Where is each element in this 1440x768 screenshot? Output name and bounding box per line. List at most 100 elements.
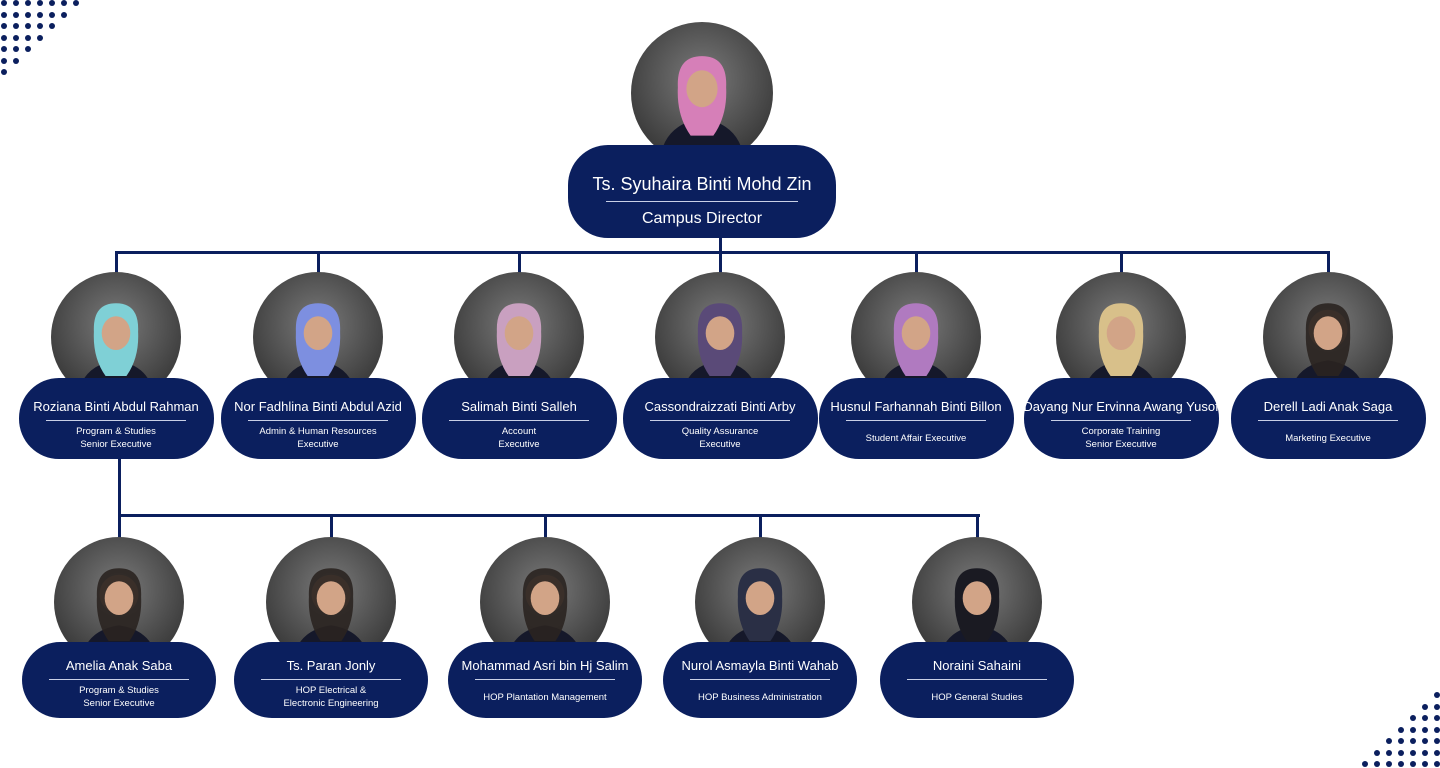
dot [1434, 738, 1440, 744]
dot [13, 57, 19, 64]
connector-line [118, 514, 121, 538]
dot [25, 46, 31, 52]
dot [73, 0, 79, 6]
dot [25, 23, 31, 29]
dot [1434, 726, 1440, 733]
connector-line [1120, 251, 1123, 273]
profile-photo [253, 272, 383, 402]
person-role: Student Affair Executive [865, 432, 967, 444]
divider [475, 679, 615, 680]
dot [37, 34, 43, 41]
dot [1410, 749, 1416, 756]
dot [1374, 761, 1380, 767]
person-role: Marketing Executive [1285, 432, 1371, 444]
person-role: HOP Business Administration [698, 691, 822, 703]
dot [49, 0, 55, 6]
divider [1257, 420, 1399, 421]
divider [907, 679, 1047, 680]
dot [1422, 749, 1428, 756]
person-role: Campus Director [641, 209, 763, 227]
dot [1422, 715, 1428, 721]
connector-line [719, 237, 722, 253]
person-name: Dayang Nur Ervinna Awang Yusof [1023, 399, 1219, 414]
dot [1398, 761, 1404, 767]
person-name: Nurol Asmayla Binti Wahab [681, 658, 839, 673]
dot [1434, 703, 1440, 710]
dot [1398, 749, 1404, 756]
dot [1410, 738, 1416, 744]
connector-line [115, 251, 118, 273]
person-role: Program & Studies Senior Executive [79, 685, 159, 709]
connector-line [1327, 251, 1330, 273]
divider [605, 201, 799, 202]
connector-line [330, 514, 333, 538]
dot [13, 23, 19, 29]
dot [1, 57, 7, 64]
divider [845, 420, 987, 421]
connector-line [317, 251, 320, 273]
dot [1386, 738, 1392, 744]
connector-line [544, 514, 547, 538]
person-role: HOP Plantation Management [483, 691, 607, 703]
dot [1434, 749, 1440, 756]
person-name: Amelia Anak Saba [65, 658, 173, 673]
dot [1434, 692, 1440, 698]
dot [1374, 749, 1380, 756]
divider [45, 420, 187, 421]
dot [61, 11, 67, 18]
dot [49, 11, 55, 18]
person-name: Nor Fadhlina Binti Abdul Azid [234, 399, 402, 414]
dot [1386, 749, 1392, 756]
divider [49, 679, 189, 680]
connector-line [719, 251, 722, 273]
dot [1, 11, 7, 18]
connector-line [118, 458, 121, 516]
dot [13, 11, 19, 18]
dot [1422, 761, 1428, 767]
divider [247, 420, 389, 421]
dot [25, 11, 31, 18]
person-role: Program & Studies Senior Executive [76, 426, 156, 450]
person-name: Salimah Binti Salleh [461, 399, 577, 414]
person-role: HOP General Studies [931, 691, 1023, 703]
dot [13, 34, 19, 41]
person-name: Noraini Sahaini [932, 658, 1022, 673]
person-role: Quality Assurance Executive [681, 426, 759, 450]
connector-line [118, 514, 980, 517]
dot [1434, 715, 1440, 721]
dot [25, 0, 31, 6]
dot [1434, 761, 1440, 767]
person-role: HOP Electrical & Electronic Engineering [283, 685, 379, 709]
dot [1, 69, 7, 75]
dot [1410, 726, 1416, 733]
connector-line [518, 251, 521, 273]
divider [1050, 420, 1192, 421]
dot [1362, 761, 1368, 767]
dot [1422, 738, 1428, 744]
dot [1, 0, 7, 6]
person-name: Roziana Binti Abdul Rahman [33, 399, 199, 414]
dot [25, 34, 31, 41]
divider [448, 420, 590, 421]
person-name: Husnul Farhannah Binti Billon [830, 399, 1002, 414]
dot [1410, 761, 1416, 767]
person-role: Account Executive [498, 426, 540, 450]
person-name: Derell Ladi Anak Saga [1263, 399, 1393, 414]
person-name: Cassondraizzati Binti Arby [644, 399, 796, 414]
dot [61, 0, 67, 6]
dot [1, 46, 7, 52]
connector-line [915, 251, 918, 273]
